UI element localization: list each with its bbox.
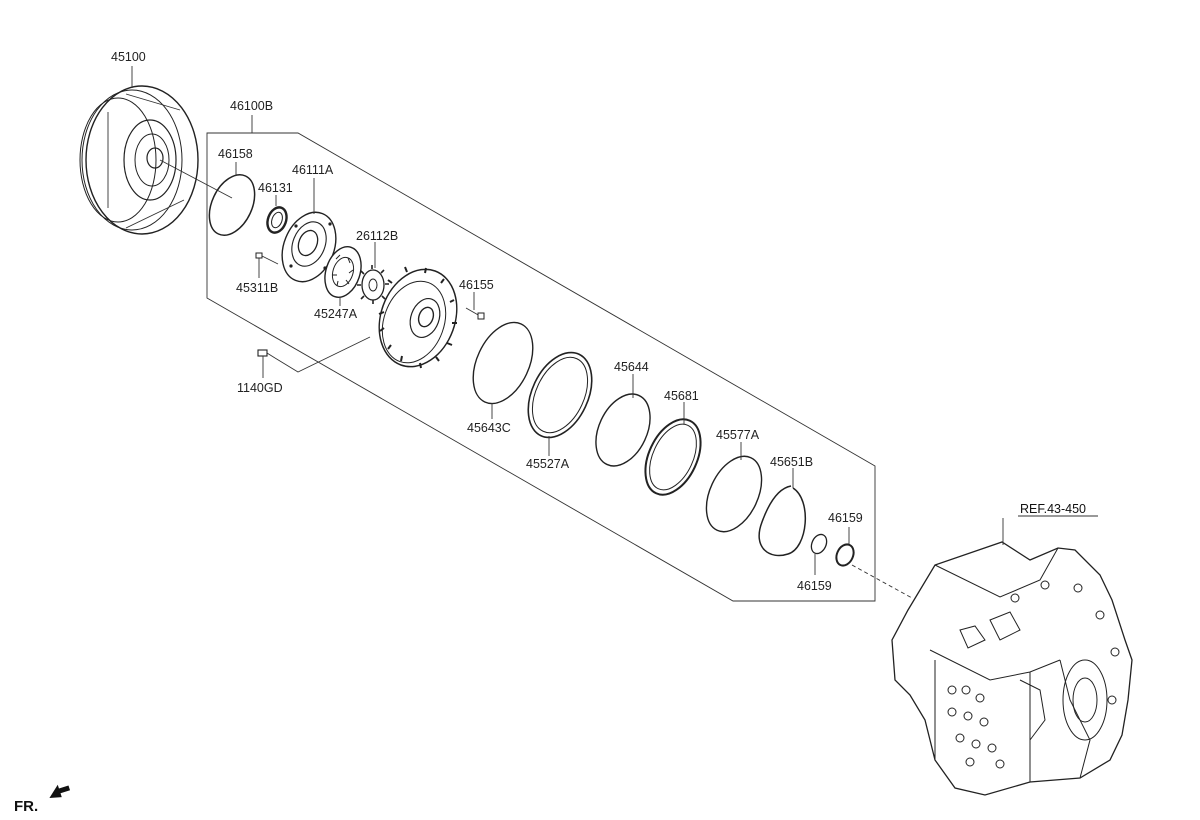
label-46111a: 46111A [292, 163, 334, 177]
label-45681: 45681 [664, 389, 699, 403]
oil-pump-housing[interactable] [366, 258, 470, 377]
ring-45681[interactable] [634, 411, 711, 504]
label-46159-top: 46159 [828, 511, 863, 525]
bolt-1140gd[interactable] [257, 349, 276, 359]
label-45644: 45644 [614, 360, 649, 374]
label-45311b: 45311B [236, 281, 278, 295]
ring-45527a[interactable] [516, 342, 605, 447]
label-45527a: 45527A [526, 457, 570, 471]
snap-ring-45651b[interactable] [758, 485, 806, 557]
ring-45577a[interactable] [695, 448, 772, 541]
label-45651b: 45651B [770, 455, 813, 469]
label-46158: 46158 [218, 147, 253, 161]
label-front: FR. [14, 798, 38, 815]
oring-46158[interactable] [200, 168, 263, 243]
pump-cover-46111a[interactable] [272, 204, 345, 289]
seal-46159-b[interactable] [833, 542, 857, 569]
torque-converter-45100[interactable] [79, 85, 199, 235]
seal-46131[interactable] [264, 205, 290, 236]
label-46155: 46155 [459, 278, 494, 292]
outer-gear-45247a[interactable] [319, 242, 367, 302]
label-26112b: 26112B [356, 229, 398, 243]
ring-45644[interactable] [585, 385, 661, 474]
group-bracket-46100b [206, 132, 876, 602]
transmission-case-ref[interactable] [891, 541, 1133, 796]
label-46131: 46131 [258, 181, 293, 195]
inner-gear-26112b[interactable] [357, 265, 389, 304]
label-45577a: 45577A [716, 428, 760, 442]
ring-45643c[interactable] [461, 313, 544, 413]
label-1140gd: 1140GD [237, 381, 283, 395]
bolt-46155[interactable] [465, 307, 485, 320]
label-ref: REF.43-450 [1020, 502, 1086, 516]
label-46159-bottom: 46159 [797, 579, 832, 593]
label-45643c: 45643C [467, 421, 511, 435]
front-direction-arrow-icon [49, 784, 71, 798]
seal-46159-a[interactable] [808, 532, 829, 556]
label-46100b: 46100B [230, 99, 273, 113]
label-45100: 45100 [111, 50, 146, 64]
label-45247a: 45247A [314, 307, 358, 321]
